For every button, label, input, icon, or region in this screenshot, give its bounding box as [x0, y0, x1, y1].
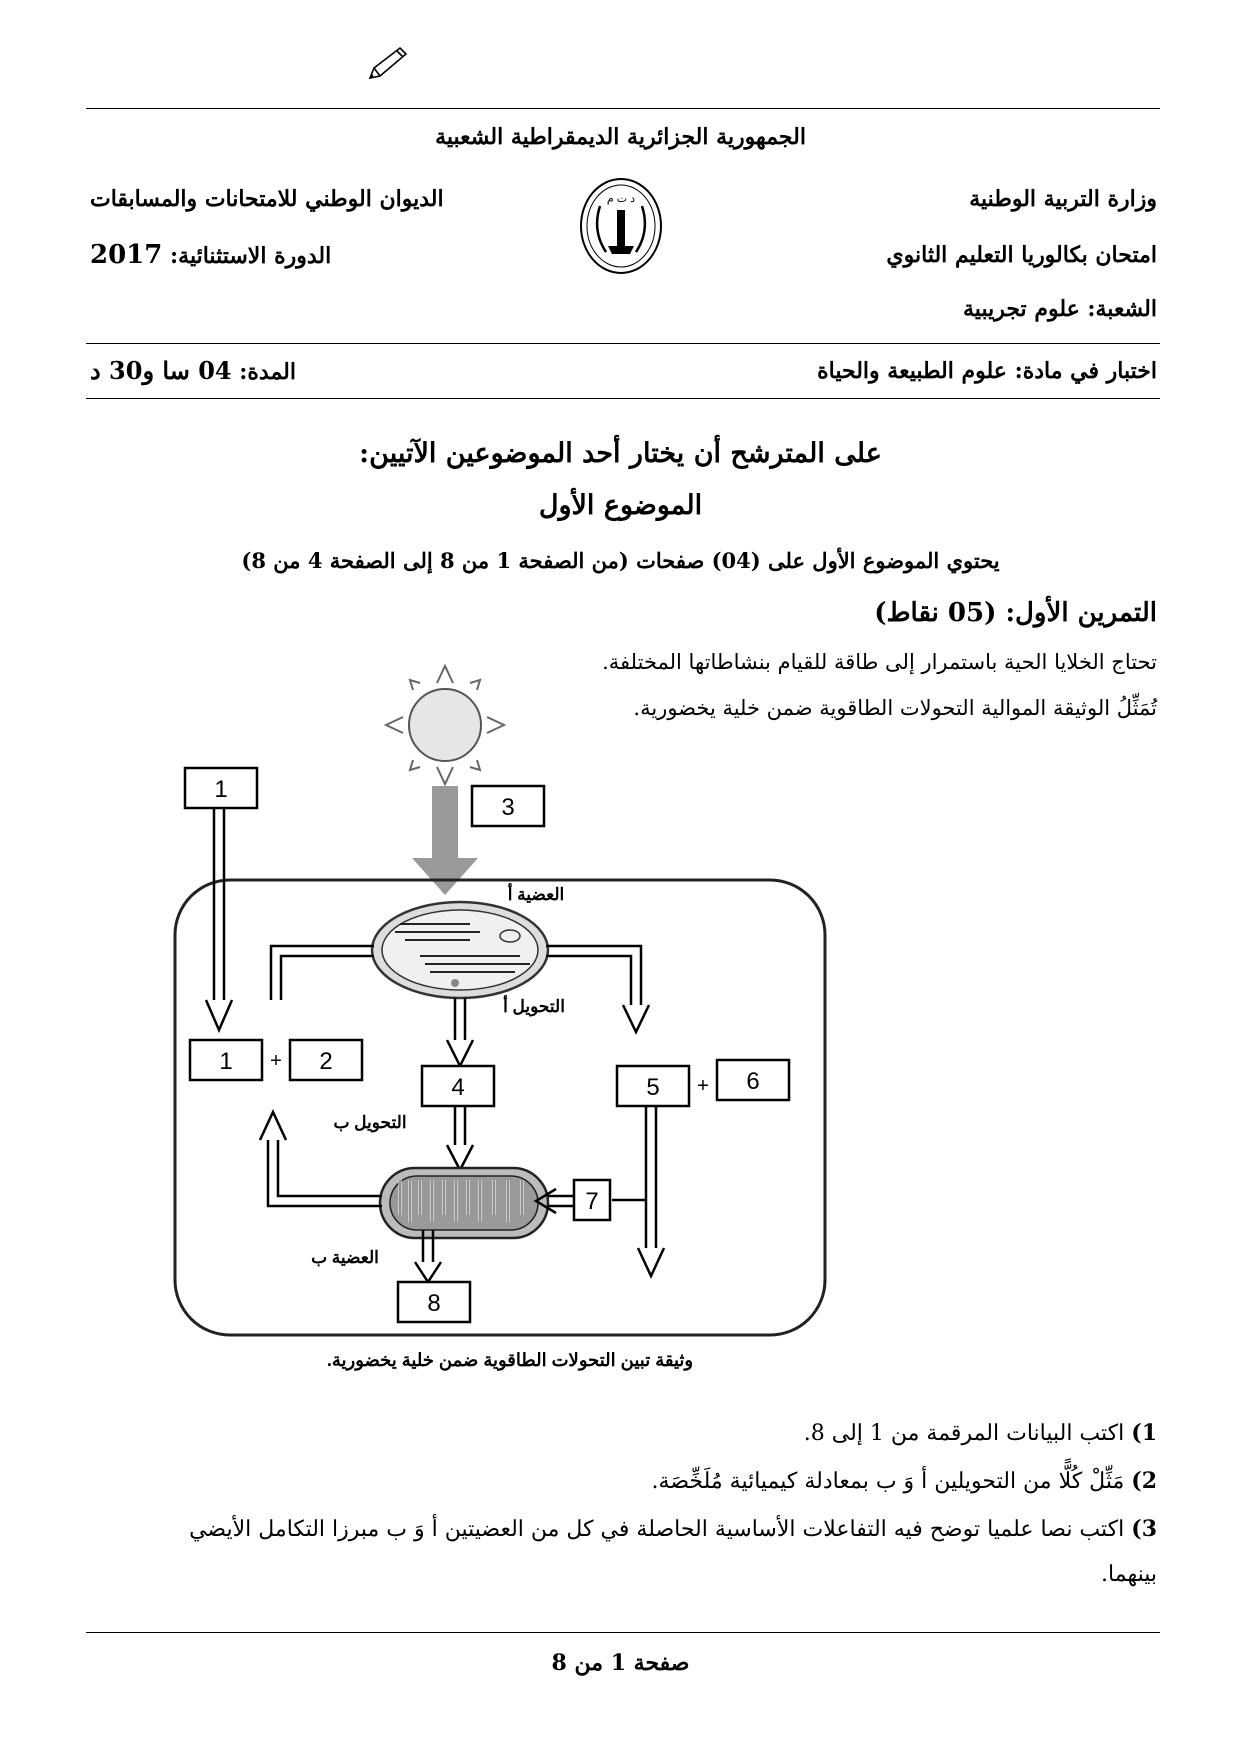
box-label-4: 4 — [451, 1074, 464, 1101]
topic-title: الموضوع الأول — [538, 490, 703, 521]
ministry-name: وزارة التربية الوطنية — [969, 186, 1157, 212]
box-label-7: 7 — [585, 1188, 598, 1215]
plus-sign-left: + — [270, 1050, 282, 1072]
question-1: 1) اكتب البيانات المرقمة من 1 إلى 8. — [804, 1420, 1157, 1446]
energy-transformations-diagram: 1 3 1 2 4 5 6 7 8 + + العضية أ التحويل أ… — [173, 663, 827, 1337]
transform-a-label: التحويل أ — [503, 994, 565, 1017]
box-label-1: 1 — [219, 1048, 232, 1075]
question-3-text: اكتب نصا علميا توضح فيه التفاعلات الأساس… — [189, 1517, 1125, 1542]
duration-value: 04 سا و30 د — [90, 356, 232, 385]
question-2: 2) مَثِّلْ كُلًّا من التحويلين أ وَ ب بم… — [652, 1468, 1157, 1494]
arrow-7-to-mitochondrion — [533, 1187, 574, 1215]
organelle-b-label: العضية ب — [311, 1248, 379, 1267]
exercise-paragraph-2: تُمَثِّلُ الوثيقة الموالية التحولات الطا… — [633, 696, 1157, 720]
ministry-seal-icon: د ت م — [580, 178, 662, 274]
sun-icon — [383, 663, 507, 787]
header-mid-rule — [86, 343, 1160, 344]
pages-note: يحتوي الموضوع الأول على (04) صفحات (من ا… — [241, 548, 1000, 573]
page-number: صفحة 1 من 8 — [551, 1650, 690, 1676]
exercise-paragraph-1: تحتاج الخلايا الحية باستمرار إلى طاقة لل… — [602, 650, 1157, 674]
arrow-mitochondrion-to-1-2 — [258, 1109, 382, 1208]
box-label-5: 5 — [646, 1074, 659, 1101]
question-2-number: 2) — [1131, 1468, 1157, 1494]
choose-instruction: على المترشح أن يختار أحد الموضوعين الآتي… — [359, 438, 882, 469]
question-1-text: اكتب البيانات المرقمة من 1 إلى 8. — [803, 1421, 1125, 1446]
chloroplast-organelle-a — [370, 900, 550, 1000]
exercise-title: التمرين الأول: (05 نقاط) — [874, 598, 1157, 628]
subject-line: اختبار في مادة: علوم الطبيعة والحياة — [817, 358, 1157, 384]
cell-membrane — [173, 878, 827, 1337]
label-boxes — [183, 766, 791, 1324]
plus-sign-right: + — [697, 1075, 709, 1097]
question-3: 3) اكتب نصا علميا توضح فيه التفاعلات الأ… — [189, 1516, 1157, 1542]
organelle-a-label: العضية أ — [508, 882, 565, 904]
question-2-text: مَثِّلْ كُلًّا من التحويلين أ وَ ب بمعاد… — [651, 1469, 1125, 1494]
footer-rule — [86, 1632, 1160, 1633]
arrow-4-to-mitochondrion — [445, 1106, 475, 1173]
question-1-number: 1) — [1131, 1420, 1157, 1446]
duration-label: المدة: — [239, 359, 296, 385]
box-label-8: 8 — [427, 1290, 440, 1317]
transform-b-label: التحويل ب — [333, 1113, 406, 1133]
session-year: 2017 — [90, 240, 163, 270]
box-label-6: 6 — [746, 1068, 759, 1095]
box-label-2: 2 — [319, 1048, 332, 1075]
chloroplast-output-arrows — [269, 944, 651, 1069]
pencil-icon — [368, 46, 408, 80]
light-arrow — [432, 786, 458, 860]
diagram-caption: وثيقة تبين التحولات الطاقوية ضمن خلية يخ… — [326, 1350, 694, 1370]
exam-name: امتحان بكالوريا التعليم الثانوي — [886, 242, 1157, 268]
republic-title: الجمهورية الجزائرية الديمقراطية الشعبية — [435, 124, 806, 150]
mitochondrion-organelle-b — [378, 1166, 550, 1240]
duration: المدة: 04 سا و30 د — [90, 356, 296, 385]
box-label-1-top: 1 — [214, 776, 227, 803]
svg-text:د ت م: د ت م — [607, 193, 635, 205]
header-bottom-rule — [86, 398, 1160, 399]
session: الدورة الاستثنائية: 2017 — [90, 240, 331, 270]
question-3-number: 3) — [1131, 1516, 1157, 1542]
box-label-3: 3 — [501, 794, 514, 821]
arrow-5-down — [612, 1106, 666, 1279]
header-top-rule — [86, 108, 1160, 109]
office-name: الديوان الوطني للامتحانات والمسابقات — [90, 186, 444, 212]
question-3-continuation: بينهما. — [1101, 1562, 1157, 1587]
branch-name: الشعبة: علوم تجريبية — [963, 296, 1157, 322]
session-label: الدورة الاستثنائية: — [170, 243, 332, 269]
input-arrow-1 — [204, 808, 234, 1034]
